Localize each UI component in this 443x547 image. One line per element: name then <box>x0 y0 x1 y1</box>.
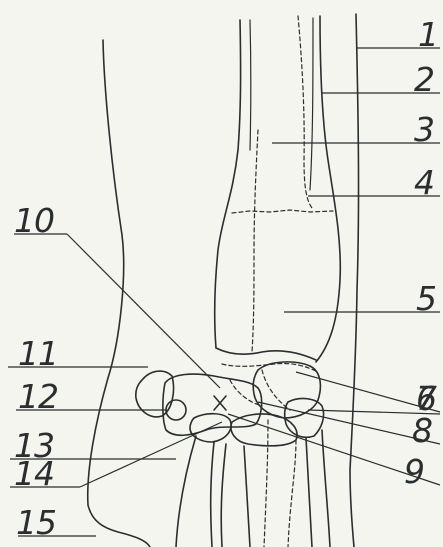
metacarpal-1-outline <box>176 436 196 547</box>
tibia-shaft-left-inner <box>250 20 251 150</box>
label-15: 15 <box>16 503 56 542</box>
leader-10-diag <box>67 234 220 388</box>
fibula-shaft <box>310 18 313 190</box>
label-11: 11 <box>18 334 58 373</box>
overlap-dashed-4 <box>264 420 268 547</box>
tibia-dashed-center <box>252 130 258 352</box>
label-5: 5 <box>416 279 436 318</box>
metacarpal-2-outline <box>221 444 226 547</box>
cross-mark <box>214 396 226 410</box>
epiphyseal-line <box>232 210 333 213</box>
tibia-shaft-left <box>215 20 241 348</box>
label-4: 4 <box>414 163 434 202</box>
leader-14-diag <box>80 422 222 487</box>
fibula-dashed-outline <box>298 16 312 208</box>
metacarpal-1-inner <box>211 442 214 547</box>
label-12: 12 <box>18 377 58 416</box>
tibia-shaft-right <box>316 16 340 362</box>
label-9: 9 <box>404 452 424 491</box>
label-3: 3 <box>414 110 434 149</box>
right-skin-outline <box>350 14 359 547</box>
label-8: 8 <box>412 411 432 450</box>
label-10: 10 <box>14 201 54 240</box>
label-1: 1 <box>418 15 438 54</box>
overlap-dashed-3 <box>288 440 296 547</box>
metacarpal-4-outline <box>306 438 312 547</box>
label-14: 14 <box>14 454 54 493</box>
metacarpal-3-outline <box>244 446 250 547</box>
distal-articular-surface <box>216 348 316 360</box>
left-skin-outline <box>88 40 150 547</box>
label-2: 2 <box>414 60 434 99</box>
